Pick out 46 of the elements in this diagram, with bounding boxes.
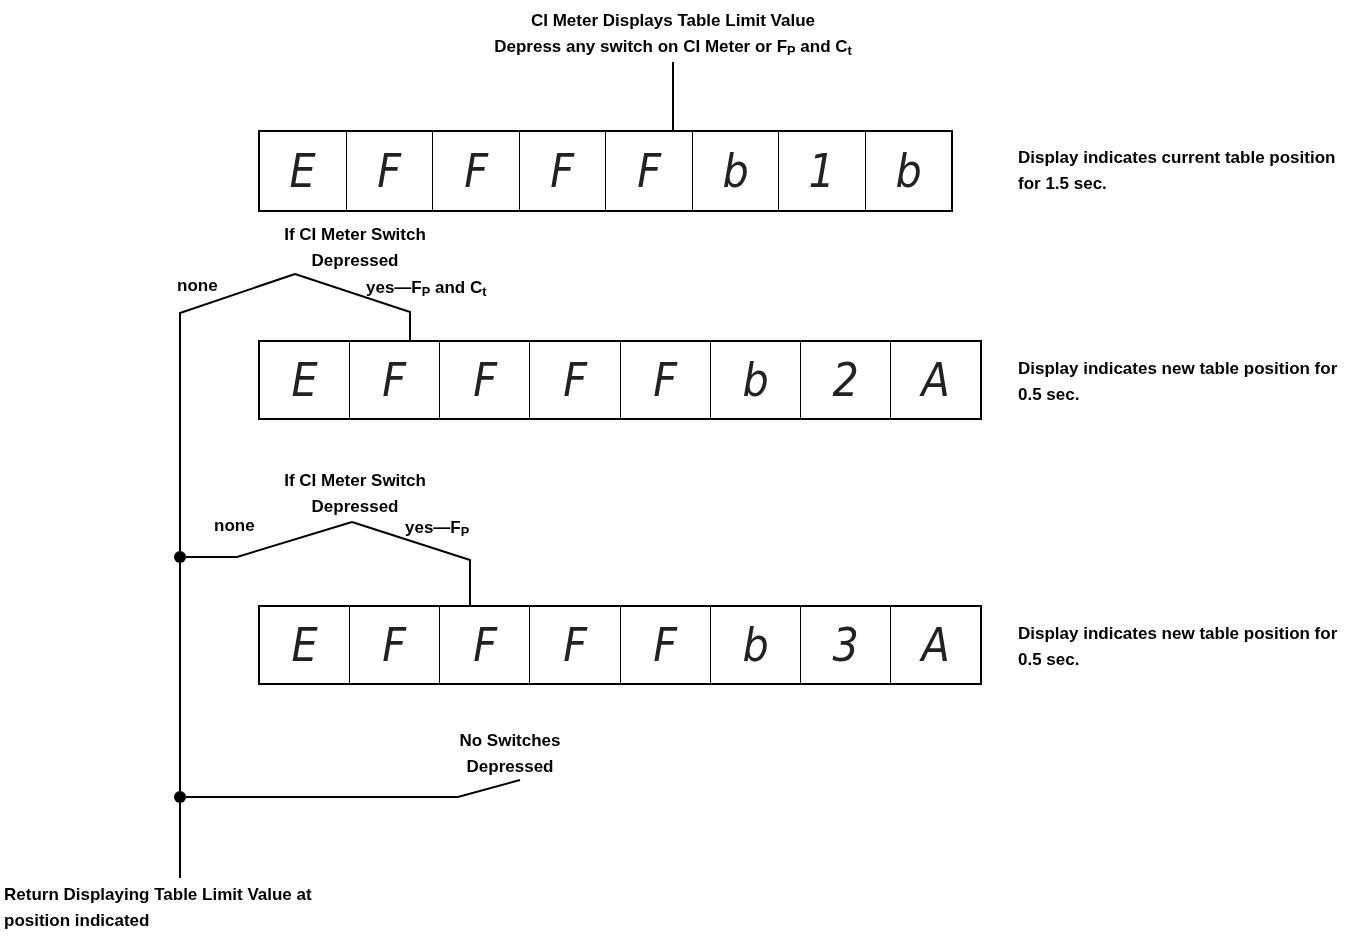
seven-segment-display [258, 605, 982, 685]
display-digit: F [382, 357, 407, 403]
display-digit: F [550, 148, 575, 194]
edge-label: yes—F$_{P}$ [405, 518, 470, 538]
seven-segment-display [258, 130, 953, 212]
edge-label: none [214, 516, 255, 536]
display-digit: 3 [832, 622, 859, 668]
instruction-text: CI Meter Displays Table Limit Value [530, 10, 816, 32]
connector-line [294, 273, 411, 341]
connector-line [179, 562, 181, 792]
display-digit: E [291, 622, 318, 668]
connector-line [351, 521, 471, 606]
connector-line [179, 802, 181, 879]
display-digit: F [563, 357, 587, 403]
instruction-text: Depress any switch on CI Meter or F$_{P}$ and C$_{t}$ [494, 36, 852, 60]
display-digit: b [742, 357, 769, 403]
seven-segment-display [258, 340, 982, 420]
connector-line [185, 521, 353, 558]
display-digit: b [722, 148, 749, 194]
display-digit: F [463, 148, 488, 194]
display-caption: Display indicates new table position for 0.5 sec. [1018, 623, 1338, 671]
step-text: Return Displaying Table Limit Value at position indicated [4, 884, 313, 932]
display-digit: F [472, 622, 497, 668]
display-digit: F [382, 622, 407, 668]
display-digit: 2 [832, 357, 859, 403]
display-caption: Display indicates new table position for 0.5 sec. [1018, 358, 1338, 406]
display-digit: F [653, 357, 677, 403]
display-digit: E [289, 148, 316, 194]
display-digit: F [636, 148, 661, 194]
display-digit: A [921, 622, 950, 668]
display-digit: E [291, 357, 318, 403]
display-caption: Display indicates current table position for 1.5 sec. [1018, 147, 1337, 195]
display-digit: b [742, 622, 769, 668]
display-digit: F [377, 148, 402, 194]
connector-line [179, 273, 296, 552]
edge-label: none [177, 276, 218, 296]
display-digit: F [472, 357, 497, 403]
edge-label: yes—F$_{P}$ and C$_{t}$ [366, 278, 487, 298]
display-digit: F [563, 622, 587, 668]
display-digit: A [921, 357, 950, 403]
connector-line [185, 779, 521, 798]
display-digit: b [895, 148, 922, 194]
step-text: No Switches Depressed [458, 730, 562, 778]
display-digit: 1 [808, 148, 835, 194]
connector-line [672, 61, 674, 131]
display-digit: F [653, 622, 677, 668]
